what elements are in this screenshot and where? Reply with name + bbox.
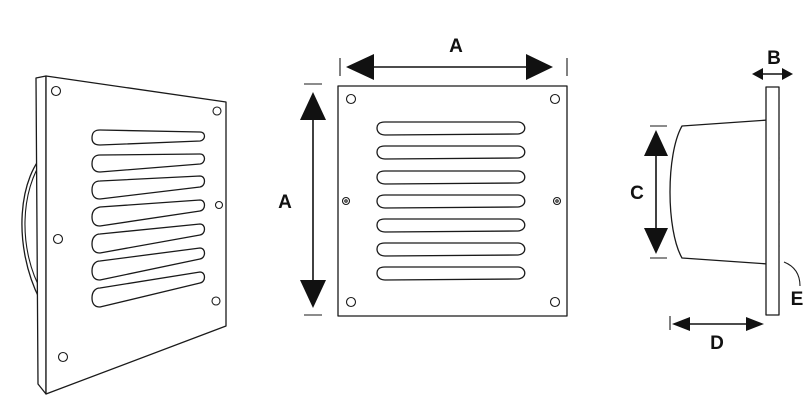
front-louvers xyxy=(376,121,526,281)
spigot-diameter-dimension: C xyxy=(630,125,668,259)
spigot-length-label: D xyxy=(710,333,724,354)
width-arrow-right xyxy=(526,54,553,80)
perspective-view xyxy=(21,75,227,395)
spigot-diameter-label: C xyxy=(630,183,644,204)
height-arrow-top xyxy=(300,92,326,120)
perspective-plate-edge xyxy=(35,75,47,395)
perspective-louver xyxy=(91,129,206,146)
frame-depth-arrow-left xyxy=(752,68,763,80)
perspective-screw-bottom-left xyxy=(57,351,69,363)
side-spigot xyxy=(669,119,769,265)
louver-angle-indicator: E xyxy=(783,261,804,310)
front-louver xyxy=(376,266,526,281)
front-louver xyxy=(376,145,526,160)
front-screw-top-left xyxy=(345,93,357,105)
perspective-louver xyxy=(91,271,206,308)
perspective-screw-mid-left xyxy=(52,233,64,245)
front-screw-bottom-right xyxy=(549,296,561,308)
perspective-screw-bottom-right xyxy=(211,296,221,306)
width-arrow-left xyxy=(346,54,374,80)
perspective-louver xyxy=(91,223,206,254)
spigot-length-dimension: D xyxy=(669,316,764,354)
spigot-length-arrow-right xyxy=(746,317,764,331)
spigot-length-arrow-left xyxy=(672,317,690,331)
front-screw-bottom-left xyxy=(345,296,357,308)
frame-depth-arrow-right xyxy=(782,68,793,80)
height-dimension: A xyxy=(278,92,326,308)
front-view: A A xyxy=(278,36,568,317)
perspective-louvers xyxy=(91,129,206,308)
front-screw-mid-left xyxy=(341,196,351,206)
front-screw-top-right xyxy=(549,93,561,105)
height-arrow-bottom xyxy=(300,280,326,308)
front-louver xyxy=(376,194,526,209)
perspective-louver xyxy=(91,153,206,173)
louver-angle-arc xyxy=(783,261,801,287)
side-view: B C D E xyxy=(630,48,803,354)
width-dimension: A xyxy=(346,36,553,80)
width-label: A xyxy=(449,36,463,57)
frame-depth-label: B xyxy=(767,48,781,69)
perspective-louver xyxy=(91,199,206,227)
height-label: A xyxy=(278,192,292,213)
spigot-diameter-arrow-bottom xyxy=(644,228,668,254)
front-louver xyxy=(376,121,526,136)
front-screw-mid-right xyxy=(552,196,562,206)
perspective-louver xyxy=(91,247,206,281)
front-louver xyxy=(376,242,526,257)
front-louver xyxy=(376,170,526,185)
perspective-screw-top-left xyxy=(50,85,62,97)
perspective-screw-top-right xyxy=(212,106,222,116)
side-frame xyxy=(765,86,780,316)
front-louver xyxy=(376,218,526,233)
spigot-diameter-arrow-top xyxy=(644,130,668,156)
perspective-screw-mid-right xyxy=(214,200,224,210)
frame-depth-dimension: B xyxy=(752,48,793,80)
perspective-louver xyxy=(91,175,206,200)
louver-angle-label: E xyxy=(791,289,804,310)
